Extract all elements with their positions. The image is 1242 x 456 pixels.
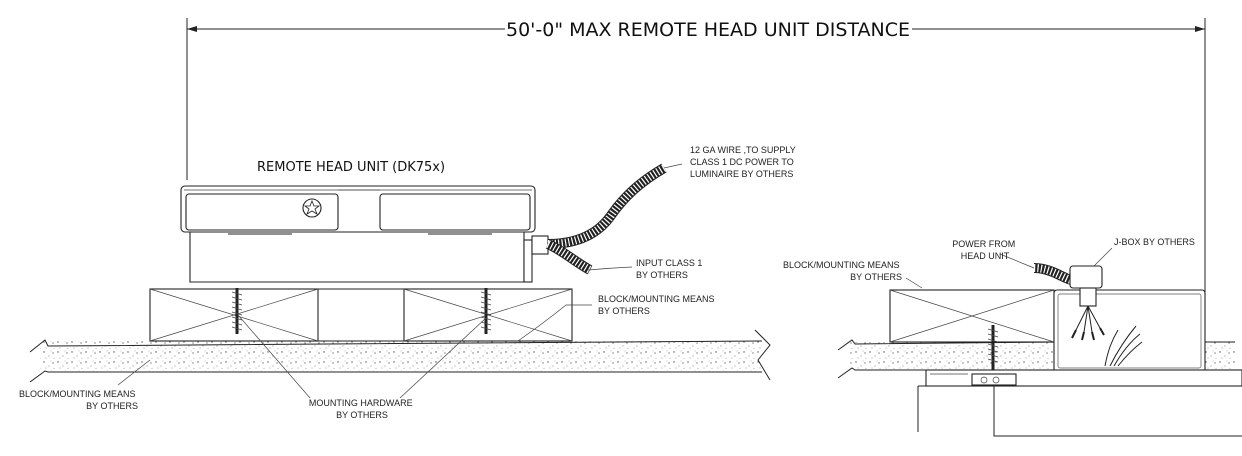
callout-wire-supply: 12 GA WIRE ,TO SUPPLY CLASS 1 DC POWER T… [690, 145, 798, 179]
lag-screw-left-icon [231, 288, 243, 334]
unit-title: REMOTE HEAD UNIT (DK75x) [257, 160, 445, 175]
arrowhead-left-icon [187, 26, 197, 32]
screw-head-icon [302, 198, 322, 218]
right-section-view: POWER FROM HEAD UNIT J-BOX BY OTHERS BLO… [783, 237, 1242, 437]
wire-bundle [1071, 305, 1143, 367]
lag-screw-right-icon [480, 288, 492, 334]
callout-block-mounting-small: BLOCK/MOUNTING MEANS BY OTHERS [783, 260, 902, 282]
mounting-block-right [403, 288, 573, 342]
callout-power-from: POWER FROM HEAD UNIT [952, 239, 1018, 261]
callout-mounting-hardware: MOUNTING HARDWARE BY OTHERS [309, 398, 415, 420]
left-elevation-view: REMOTE HEAD UNIT (DK75x) 12 GA WIRE ,TO … [19, 145, 798, 420]
callout-block-mounting-left: BLOCK/MOUNTING MEANS BY OTHERS [19, 389, 138, 411]
flex-conduit-supply [547, 163, 667, 249]
arrowhead-right-icon [1195, 26, 1205, 32]
fastener-icon [980, 376, 988, 384]
callout-input-class: INPUT CLASS 1 BY OTHERS [636, 258, 705, 280]
dimension-line: 50'-0" MAX REMOTE HEAD UNIT DISTANCE [186, 18, 1206, 295]
max-distance-label: 50'-0" MAX REMOTE HEAD UNIT DISTANCE [506, 19, 910, 41]
remote-head-unit [180, 185, 549, 283]
concrete-slab-right [837, 339, 1235, 379]
mounting-block-left [149, 288, 319, 342]
luminaire-housing [917, 369, 1242, 437]
flex-conduit-input [545, 239, 593, 275]
junction-box [1053, 289, 1206, 373]
mounting-block-small [889, 289, 1055, 343]
callout-block-mounting-right: BLOCK/MOUNTING MEANS BY OTHERS [598, 294, 717, 316]
power-connector [1033, 263, 1103, 307]
concrete-slab-left [29, 329, 771, 383]
callout-jbox: J-BOX BY OTHERS [1114, 237, 1195, 247]
fastener-icon [992, 376, 1000, 384]
lag-screw-small-icon [987, 325, 999, 370]
